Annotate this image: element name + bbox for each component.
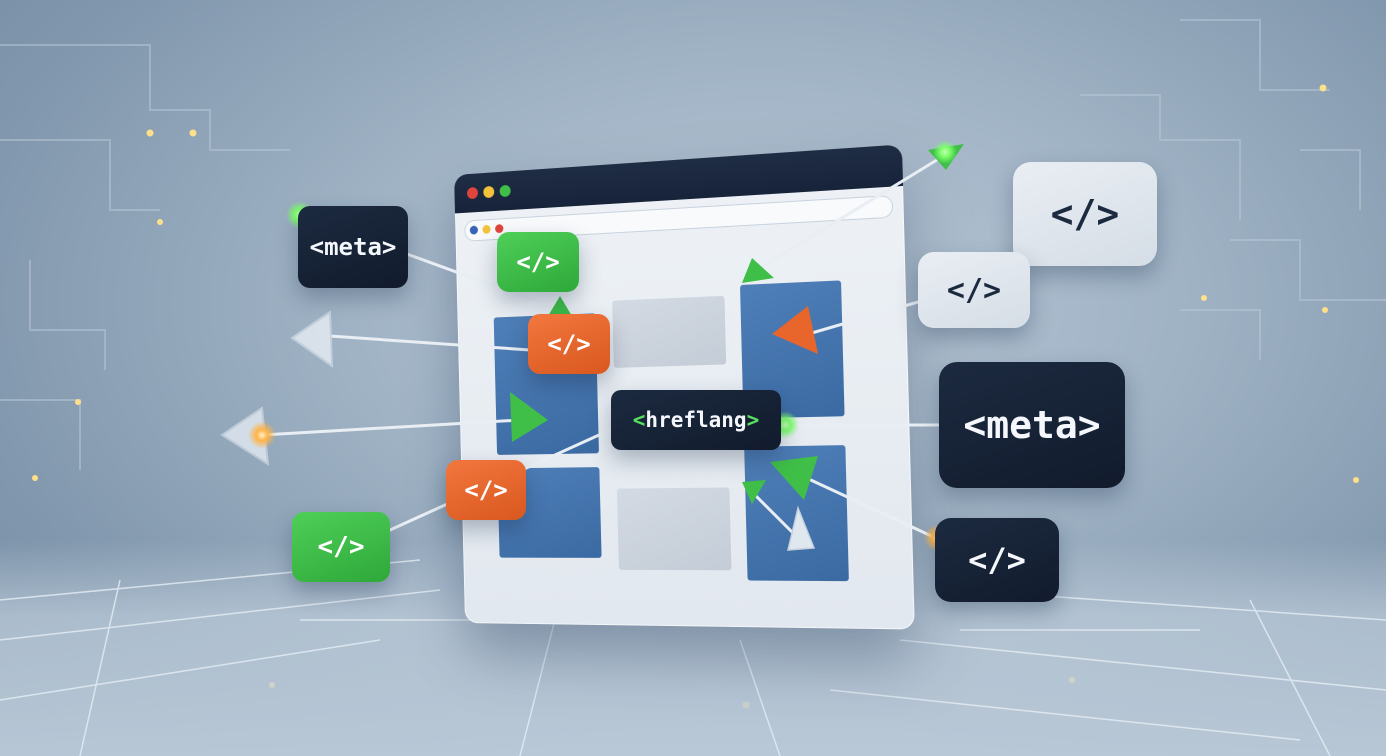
code-brackets-icon: </> (1013, 162, 1157, 266)
code-brackets-icon: </> (497, 232, 579, 292)
meta-tag-label: <meta> (963, 403, 1100, 447)
hreflang-tag-chip: <hreflang> (611, 390, 781, 450)
code-tag-label: </> (547, 330, 590, 358)
code-tag-label: </> (968, 541, 1026, 579)
hreflang-close-bracket: > (747, 408, 760, 432)
arrow-head-icon (292, 312, 332, 366)
code-brackets-icon: </> (935, 518, 1059, 602)
code-tag-label: </> (1051, 192, 1120, 236)
hreflang-tag-label: hreflang (645, 408, 746, 432)
code-brackets-icon: </> (446, 460, 526, 520)
meta-tag-chip: <meta> (298, 206, 408, 288)
code-tag-label: </> (947, 273, 1001, 308)
arrow-head-icon (770, 456, 818, 500)
arrow-head-icon (772, 306, 818, 354)
code-tag-label: </> (318, 532, 365, 562)
meta-tag-chip-large: <meta> (939, 362, 1125, 488)
arrow-head-icon (788, 508, 814, 550)
hreflang-open-bracket: < (633, 408, 646, 432)
arrow-head-icon (510, 392, 548, 442)
meta-tag-label: <meta> (310, 233, 397, 261)
code-brackets-icon: </> (292, 512, 390, 582)
code-tag-label: </> (516, 248, 559, 276)
code-brackets-icon: </> (918, 252, 1030, 328)
code-tag-label: </> (464, 476, 507, 504)
code-brackets-icon: </> (528, 314, 610, 374)
